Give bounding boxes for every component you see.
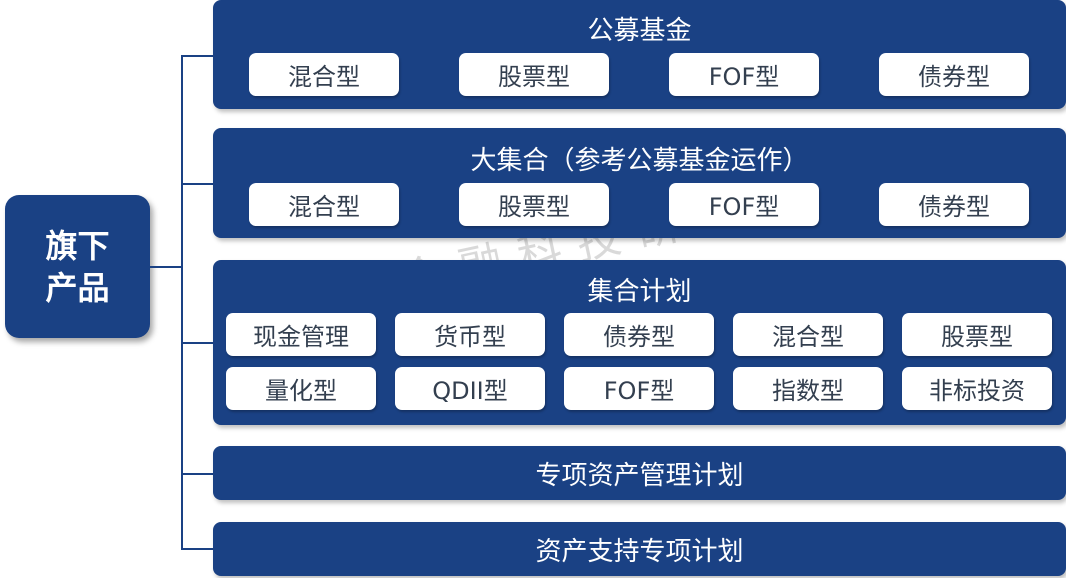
connector-branch-collective-plan [181,342,214,344]
chip-money-market: 货币型 [395,313,545,356]
connector-trunk [181,55,183,549]
panel-big-collective: 大集合（参考公募基金运作） 混合型 股票型 FOF型 债券型 [213,128,1066,238]
panel-title: 资产支持专项计划 [535,536,744,567]
chip-index: 指数型 [733,367,883,410]
chip-bond: 债券型 [879,183,1029,226]
chip-fof: FOF型 [564,367,714,410]
chip-mixed: 混合型 [249,183,399,226]
chip-mixed: 混合型 [249,53,399,96]
connector-branch-abs [181,548,214,550]
root-label-line1: 旗下 [45,226,110,265]
root-node: 旗下 产品 [5,195,150,338]
root-label-line2: 产品 [45,268,110,307]
chip-bond: 债券型 [879,53,1029,96]
connector-branch-public-fund [181,55,214,57]
panel-public-fund: 公募基金 混合型 股票型 FOF型 债券型 [213,0,1066,109]
panel-collective-plan: 集合计划 现金管理 货币型 债券型 混合型 股票型 量化型 QDII型 FOF型… [213,260,1066,425]
panel-title: 大集合（参考公募基金运作） [470,146,809,176]
chip-stock: 股票型 [902,313,1052,356]
chip-bond: 债券型 [564,313,714,356]
chip-mixed: 混合型 [733,313,883,356]
panel-title: 集合计划 [587,277,692,307]
panel-title: 公募基金 [587,16,692,46]
chip-stock: 股票型 [459,53,609,96]
connector-branch-big-collective [181,183,214,185]
chip-fof: FOF型 [669,183,819,226]
connector-branch-special-asset [181,473,214,475]
connector-root [150,266,182,268]
chip-stock: 股票型 [459,183,609,226]
root-label: 旗下 产品 [40,225,116,309]
chip-fof: FOF型 [669,53,819,96]
panel-special-asset-plan: 专项资产管理计划 [213,446,1066,500]
chip-cash-management: 现金管理 [226,313,376,356]
panel-title: 专项资产管理计划 [535,460,744,491]
chip-qdii: QDII型 [395,367,545,410]
chip-non-standard: 非标投资 [902,367,1052,410]
panel-abs-plan: 资产支持专项计划 [213,522,1066,576]
chip-quant: 量化型 [226,367,376,410]
